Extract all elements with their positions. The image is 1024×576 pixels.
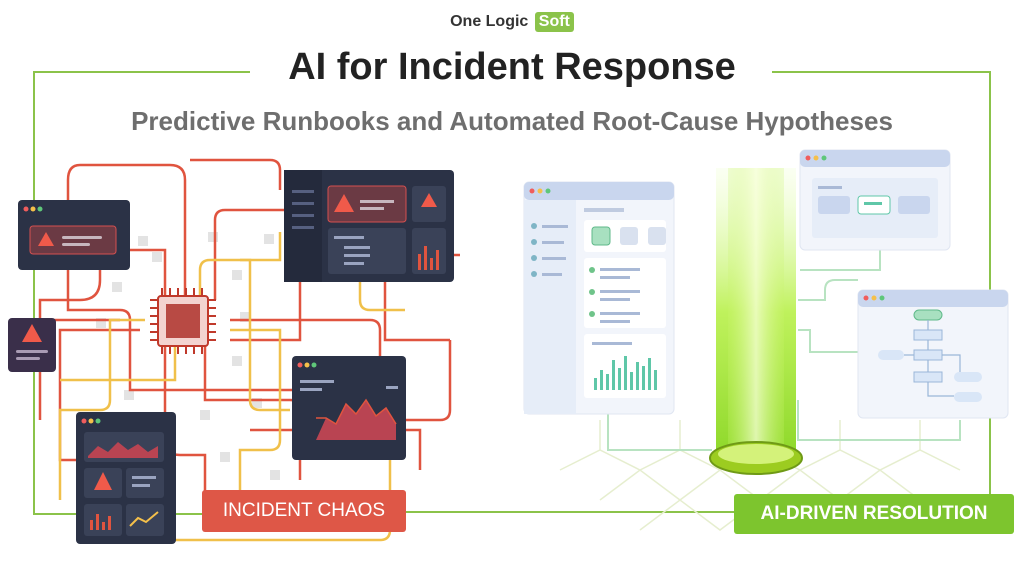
alert-window-1 xyxy=(18,200,130,270)
brand-text: One Logic xyxy=(450,13,529,30)
page-title: AI for Incident Response xyxy=(0,46,1024,89)
incident-chaos-label: INCIDENT CHAOS xyxy=(202,490,406,532)
pixel-noise xyxy=(96,232,280,480)
dashboard-window-top xyxy=(284,170,454,282)
alert-card-side xyxy=(8,318,56,372)
ai-resolution-label: AI-DRIVEN RESOLUTION xyxy=(734,494,1014,534)
area-chart-window xyxy=(292,356,406,460)
page-subtitle: Predictive Runbooks and Automated Root-C… xyxy=(131,106,893,136)
page-title-text: AI for Incident Response xyxy=(274,46,750,88)
flowchart-icon xyxy=(878,309,982,402)
warning-triangle-icon xyxy=(22,324,42,342)
ai-connectors xyxy=(607,248,961,451)
dashboard-window-bottom xyxy=(76,412,176,544)
ai-beam-icon xyxy=(709,168,803,475)
cpu-chip-icon xyxy=(150,288,216,354)
bar-chart-icon xyxy=(594,356,657,390)
flowchart-window xyxy=(857,289,1009,419)
warning-triangle-icon xyxy=(334,194,354,212)
area-chart-icon xyxy=(316,400,396,440)
options-window xyxy=(799,149,951,251)
runbook-app-window xyxy=(523,181,675,415)
brand-logo: One Logic Soft xyxy=(0,12,1024,32)
brand-highlight: Soft xyxy=(534,12,574,32)
warning-triangle-icon xyxy=(38,232,54,246)
warning-triangle-icon xyxy=(94,472,112,490)
